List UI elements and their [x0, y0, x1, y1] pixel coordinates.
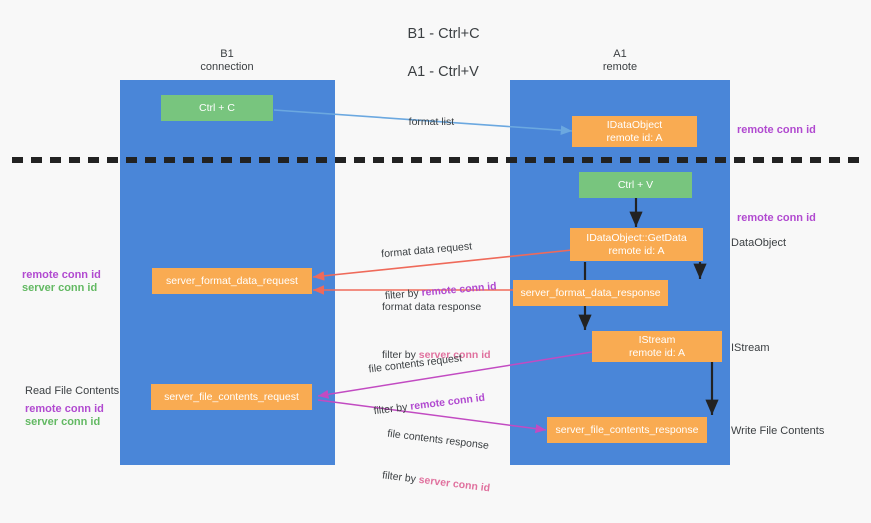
edge-label-file-contents-response: file contents response filter by server … [378, 399, 499, 523]
column-header-a1-role: remote [602, 61, 638, 73]
annotation-right-remote-conn-id-top: remote conn id [737, 124, 816, 136]
edge-label-format-data-response-highlight: server conn id [418, 349, 491, 361]
diagram-title-line1: B1 - Ctrl+C [407, 26, 480, 42]
annotation-left-server-conn-id: server conn id [22, 282, 98, 294]
node-idataobject-label: IDataObject [606, 118, 663, 131]
node-server-file-contents-response[interactable]: server_file_contents_response [547, 417, 707, 443]
edge-label-file-contents-response-prefix: filter by [381, 469, 420, 486]
diagram-canvas: B1 - Ctrl+C A1 - Ctrl+V B1 connection A1… [0, 6, 871, 495]
edge-label-format-list-text: format list [408, 116, 455, 128]
node-server-file-contents-response-label: server_file_contents_response [555, 423, 699, 436]
edge-label-format-data-response: format data response filter by server co… [382, 272, 491, 390]
node-server-file-contents-request[interactable]: server_file_contents_request [151, 384, 312, 410]
node-ctrl-v[interactable]: Ctrl + V [579, 172, 692, 198]
node-idataobject-getdata-label: IDataObject::GetData [586, 231, 687, 244]
annotation-right-istream: IStream [731, 342, 770, 354]
column-header-b1-role: connection [200, 61, 254, 73]
node-istream-sub: remote id: A [628, 346, 686, 359]
edge-label-format-list: format list [397, 101, 455, 143]
edge-label-file-contents-request-line1: file contents request [367, 352, 463, 376]
edge-label-format-data-response-prefix: filter by [382, 349, 419, 361]
phase-divider [12, 157, 860, 163]
annotation-left-remote-conn-id: remote conn id [22, 269, 101, 281]
annotation-right-dataobject: DataObject [731, 237, 787, 249]
column-header-a1: A1 remote [530, 48, 710, 74]
node-ctrl-v-label: Ctrl + V [617, 178, 654, 191]
node-server-format-data-request-label: server_format_data_request [166, 274, 298, 287]
annotation-right-write-file-contents: Write File Contents [731, 425, 825, 437]
annotation-left-remote-conn-id-2: remote conn id [25, 403, 104, 415]
column-header-a1-name: A1 [613, 48, 627, 60]
node-ctrl-c[interactable]: Ctrl + C [161, 95, 273, 121]
column-header-b1-name: B1 [220, 48, 234, 60]
edge-label-format-data-request-line1: format data request [380, 240, 473, 261]
annotation-right-remote-conn-id-mid: remote conn id [737, 212, 816, 224]
edge-label-file-contents-response-line1: file contents response [386, 427, 490, 452]
node-server-format-data-request[interactable]: server_format_data_request [152, 268, 312, 294]
diagram-title: B1 - Ctrl+C A1 - Ctrl+V [0, 6, 871, 101]
column-header-b1: B1 connection [137, 48, 317, 74]
annotation-left-read-file-contents: Read File Contents [25, 385, 120, 397]
node-idataobject[interactable]: IDataObject remote id: A [572, 116, 697, 147]
edge-label-file-contents-response-highlight: server conn id [418, 473, 491, 495]
node-idataobject-getdata[interactable]: IDataObject::GetData remote id: A [570, 228, 703, 261]
annotation-left-server-conn-id-2: server conn id [25, 416, 101, 428]
node-server-file-contents-request-label: server_file_contents_request [164, 390, 299, 403]
node-server-format-data-response[interactable]: server_format_data_response [513, 280, 668, 306]
node-istream[interactable]: IStream remote id: A [592, 331, 722, 362]
node-ctrl-c-label: Ctrl + C [199, 101, 235, 114]
node-idataobject-getdata-sub: remote id: A [608, 244, 665, 257]
node-server-format-data-response-label: server_format_data_response [520, 286, 661, 299]
node-idataobject-sub: remote id: A [606, 131, 663, 144]
node-istream-label: IStream [638, 333, 676, 346]
diagram-title-line2: A1 - Ctrl+V [407, 64, 479, 80]
edge-label-format-data-response-line1: format data response [382, 301, 482, 313]
